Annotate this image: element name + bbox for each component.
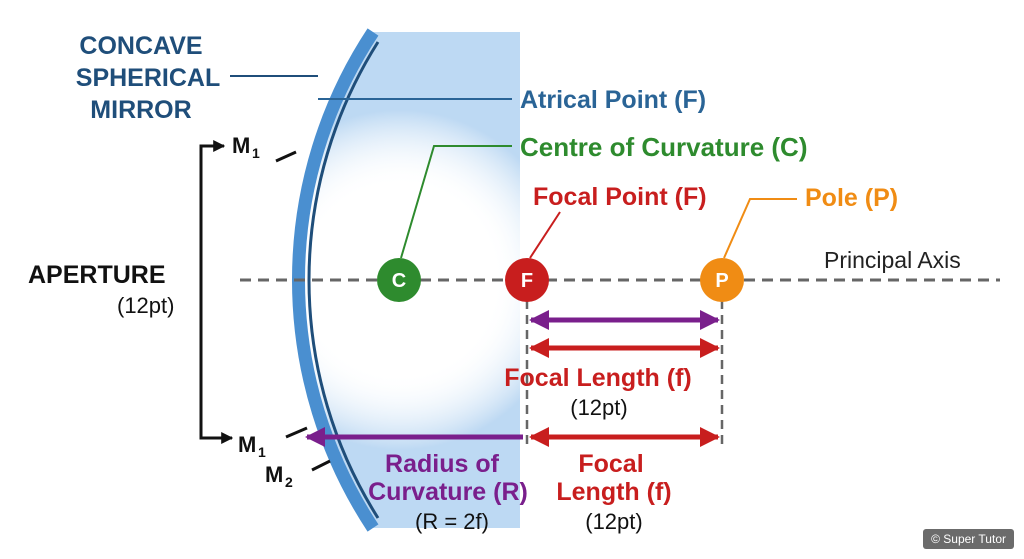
- pole-marker: P: [700, 258, 744, 302]
- centre-letter: C: [392, 270, 406, 292]
- m2-tick: [311, 459, 331, 472]
- m2-label: M 2: [265, 462, 293, 490]
- mirror-title-line3: MIRROR: [90, 96, 191, 124]
- focal-bottom-size: (12pt): [585, 509, 642, 534]
- focal-length-mid-label: Focal Length (f): [504, 364, 691, 392]
- centre-leader-line: [400, 145, 512, 259]
- focal-bottom-line2: Length (f): [556, 478, 671, 506]
- svg-text:M: M: [232, 133, 250, 158]
- principal-axis-label: Principal Axis: [824, 247, 961, 273]
- radius-label-line1: Radius of: [385, 450, 500, 478]
- aperture-bracket: [199, 144, 217, 440]
- m1-bottom-label: M 1: [238, 432, 266, 460]
- m1-top-label: M 1: [232, 133, 260, 161]
- pole-label: Pole (P): [805, 184, 898, 212]
- mirror-title-line2: SPHERICAL: [76, 64, 220, 92]
- centre-of-curvature-label: Centre of Curvature (C): [520, 132, 807, 162]
- focal-point-leader-line: [529, 211, 561, 259]
- radius-label-line2: Curvature (R): [368, 478, 528, 506]
- m1-bottom-tick: [285, 426, 308, 439]
- atrical-point-label: Atrical Point (F): [520, 86, 706, 114]
- svg-text:2: 2: [285, 474, 293, 490]
- pole-leader-line: [723, 198, 797, 259]
- m1-top-tick: [275, 150, 297, 163]
- focal-point-marker: F: [505, 258, 549, 302]
- focal-point-label: Focal Point (F): [533, 183, 707, 211]
- focal-length-mid-size: (12pt): [570, 395, 627, 420]
- mirror-title-line1: CONCAVE: [79, 32, 202, 60]
- radius-formula: (R = 2f): [415, 509, 489, 534]
- focal-bottom-line1: Focal: [578, 450, 643, 478]
- svg-text:1: 1: [252, 145, 260, 161]
- svg-text:1: 1: [258, 444, 266, 460]
- focal-letter: F: [521, 270, 533, 292]
- svg-text:M: M: [238, 432, 256, 457]
- aperture-size-label: (12pt): [117, 293, 174, 318]
- credit-badge: © Super Tutor: [923, 529, 1014, 549]
- centre-marker: C: [377, 258, 421, 302]
- mirror-surface: [307, 41, 380, 519]
- svg-text:M: M: [265, 462, 283, 487]
- pole-letter: P: [715, 270, 728, 292]
- aperture-label: APERTURE: [28, 261, 166, 289]
